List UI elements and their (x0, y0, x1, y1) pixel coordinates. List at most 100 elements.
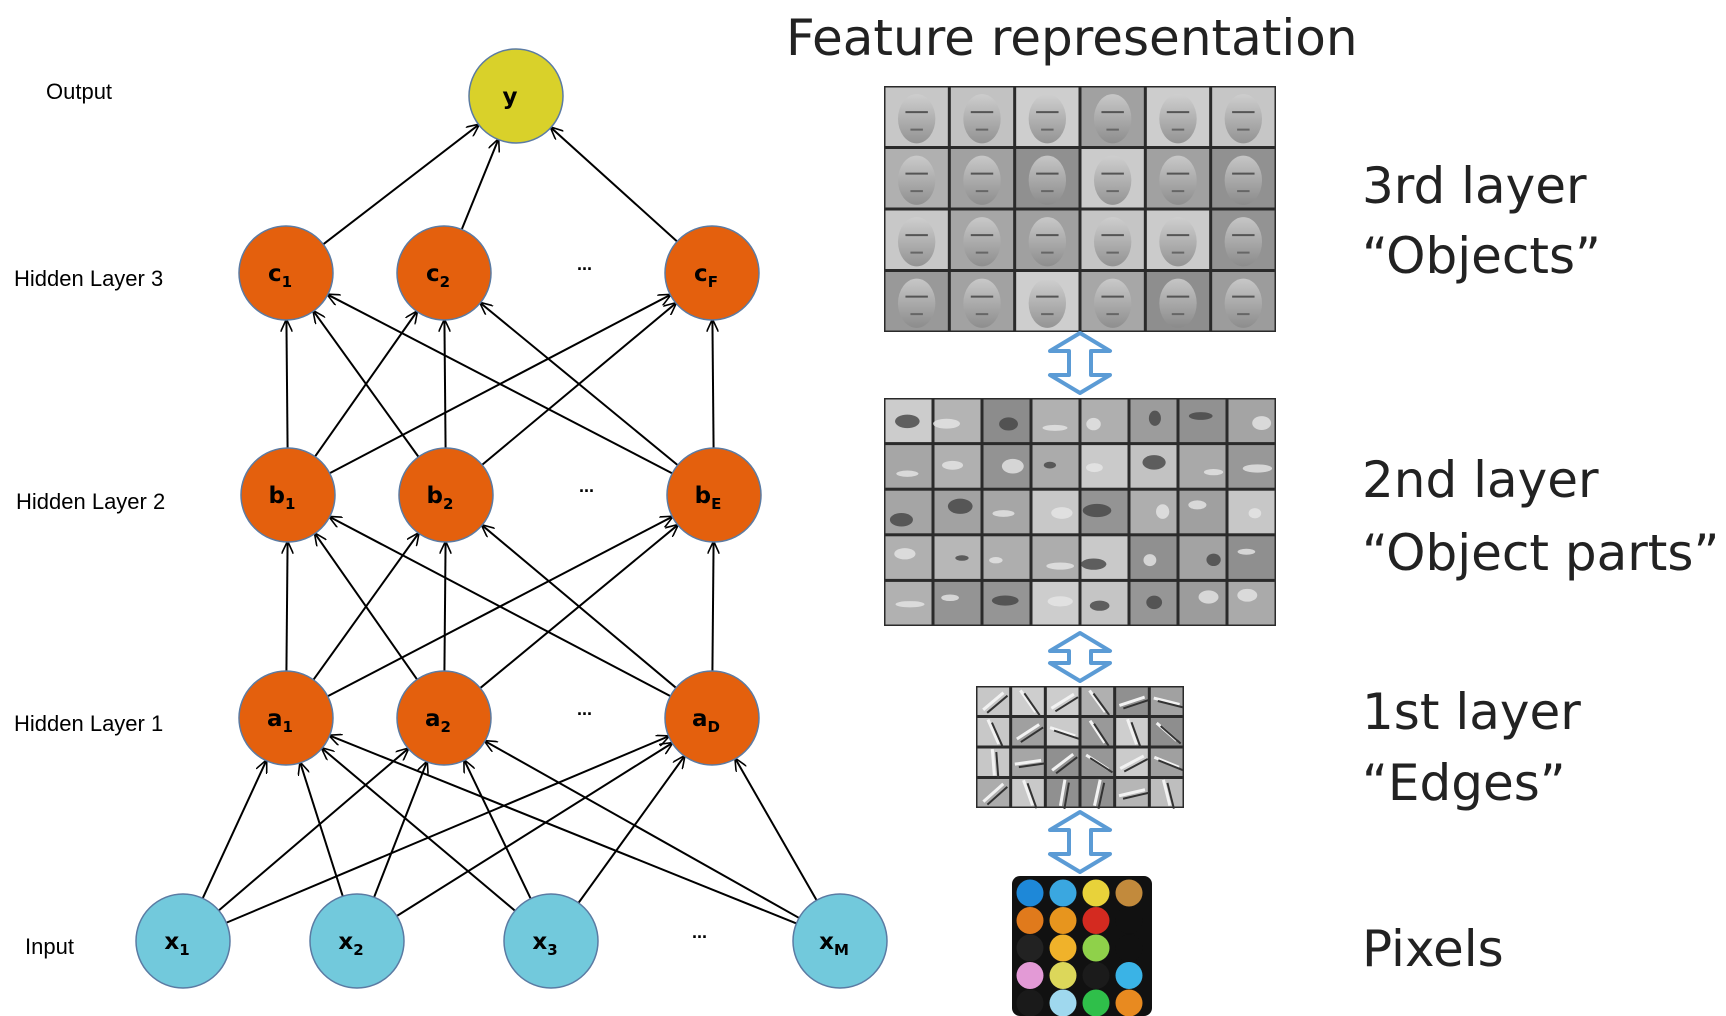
part-shape (1252, 416, 1272, 431)
edge-stroke-dark (1130, 721, 1142, 748)
hidden3-node-2: c2 (396, 225, 492, 321)
hidden-layer-3-ellipsis: ... (577, 254, 592, 274)
edge-stroke-dark (1160, 725, 1182, 745)
edge-stroke (1019, 689, 1037, 714)
hidden1-node-2: a2 (396, 670, 492, 766)
edge-stroke-dark (1157, 759, 1184, 772)
edge-stroke-dark (1054, 696, 1079, 713)
pixel-dot (1115, 989, 1143, 1016)
feature-tile (1179, 399, 1226, 443)
part-shape (1046, 562, 1075, 570)
part-shape (896, 470, 919, 477)
part-shape (1001, 458, 1024, 474)
face-shape (1028, 217, 1067, 267)
first-layer-description: “Edges” (1362, 754, 1566, 812)
feature-tile (1081, 536, 1128, 579)
face-shape (897, 217, 936, 267)
part-shape (1198, 590, 1219, 604)
connection-arrow (444, 319, 445, 449)
feature-tile (983, 536, 1030, 579)
connection-arrow (712, 541, 713, 672)
edge-stroke (990, 748, 996, 776)
input-row-label: Input (25, 934, 74, 959)
part-shape (895, 601, 925, 608)
edge-stroke-dark (986, 786, 1008, 806)
part-shape (947, 498, 973, 514)
connection-arrow (321, 748, 516, 912)
hidden1-node-1: a1 (238, 670, 334, 766)
edge-stroke (1119, 754, 1145, 770)
connection-arrow (373, 761, 427, 898)
node-label: cF (694, 261, 718, 291)
node-label: a1 (267, 706, 293, 736)
node-label-subscript: E (711, 495, 721, 513)
connection-arrow (396, 742, 673, 917)
node-label-main: c (268, 261, 282, 287)
part-shape (1206, 553, 1221, 567)
feature-tile (1228, 536, 1275, 579)
edge-stroke-dark (1093, 723, 1110, 747)
double-arrow-icon (1048, 331, 1112, 395)
node-label-main: x (819, 929, 834, 955)
node-label: c2 (426, 261, 450, 291)
feature-representation-title: Feature representation (786, 9, 1358, 67)
node-label-subscript: 3 (547, 941, 557, 959)
edge-stroke-dark (1055, 756, 1078, 775)
node-label-main: a (267, 706, 283, 732)
edge-stroke (1153, 755, 1180, 769)
part-shape (955, 555, 969, 561)
edge-stroke-dark (1026, 782, 1038, 809)
edge-stroke-dark (1053, 729, 1080, 740)
face-shape (963, 155, 1001, 205)
node-circle (396, 225, 492, 321)
face-shape (897, 155, 936, 205)
node-label: y (503, 84, 518, 110)
pixel-dot (1115, 962, 1143, 989)
pixel-dot (1049, 934, 1077, 962)
feature-tile (1179, 490, 1226, 534)
pixel-dot (1082, 989, 1110, 1016)
hidden3-node-3: cF (664, 225, 760, 321)
connection-arrow (300, 762, 344, 897)
output-node-1: y (468, 48, 564, 144)
part-shape (1188, 412, 1213, 420)
pixel-dot (1115, 934, 1143, 962)
connection-arrow (329, 516, 671, 698)
feature-tile (1130, 490, 1177, 534)
connection-arrow (286, 319, 287, 449)
first-layer-label: 1st layer (1362, 683, 1581, 741)
node-label: x1 (164, 929, 189, 959)
hidden2-node-3: bE (666, 447, 762, 543)
node-label-main: c (694, 261, 708, 287)
pixel-dot (1049, 879, 1077, 907)
edge-stroke (1161, 779, 1172, 807)
feature-tile (885, 490, 932, 534)
part-shape (1047, 596, 1073, 607)
part-shape (1042, 424, 1068, 431)
edge-stroke-dark (1020, 726, 1044, 743)
part-shape (1146, 595, 1163, 610)
node-circle (664, 670, 760, 766)
node-label: b2 (427, 483, 454, 513)
connection-arrow (286, 541, 287, 672)
part-shape (894, 548, 916, 560)
edge-stroke-dark (1023, 692, 1041, 716)
part-shape (1080, 558, 1107, 570)
pixel-dot (1049, 907, 1077, 934)
hidden1-node-3: aD (664, 670, 760, 766)
node-label-main: a (692, 706, 708, 732)
edge-stroke (1153, 696, 1180, 706)
face-shape (1159, 155, 1197, 205)
face-shape (963, 94, 1001, 144)
grid-frame (976, 686, 1184, 808)
output-row-label: Output (46, 79, 112, 104)
face-shape (1028, 278, 1067, 328)
feature-tile (934, 581, 981, 625)
part-shape (1248, 508, 1262, 519)
node-circle (238, 670, 334, 766)
input-node-2: x2 (309, 893, 405, 989)
hidden3-node-1: c1 (238, 225, 334, 321)
face-shape (1028, 155, 1067, 205)
hidden-layer-2-ellipsis: ... (579, 476, 594, 496)
edge-stroke-dark (1122, 791, 1150, 800)
